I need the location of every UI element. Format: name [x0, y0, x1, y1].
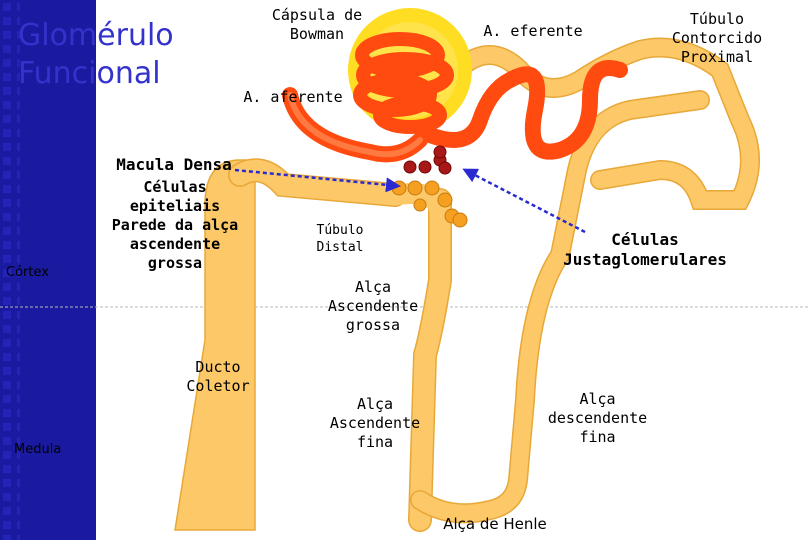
label-tubulo-distal: Túbulo Distal — [316, 223, 364, 255]
label-alca-henle: Alça de Henle — [443, 515, 547, 533]
label-macula-densa: Macula Densa — [116, 155, 232, 174]
label-celulas-epiteliais: Células epiteliais Parede da alça ascend… — [111, 178, 239, 272]
loop-of-henle-fill — [411, 91, 709, 522]
arrow-macula-densa — [234, 168, 401, 193]
arrow-celulas-jg — [462, 168, 586, 234]
title-line-2: Funcional — [18, 56, 161, 91]
label-alca-ascendente-fina: Alça Ascendente fina — [329, 395, 421, 451]
zone-cortex-label: Córtex — [6, 265, 49, 280]
label-celulas-justaglomerulares: Células Justaglomerulares — [563, 230, 727, 269]
glomerulus-tuft — [353, 32, 454, 134]
label-alca-descendente-fina: Alça descendente fina — [547, 390, 648, 446]
label-arteriola-eferente: A. eferente — [483, 22, 583, 40]
efferent-arteriole — [422, 60, 628, 160]
afferent-arteriole-inner — [287, 92, 423, 158]
thick-ascending-limb-fill — [409, 189, 451, 531]
label-capsula-bowman: Cápsula de Bowman — [271, 6, 363, 43]
title-line-1: Glomérulo — [18, 18, 174, 53]
label-ducto-coletor: Ducto Coletor — [186, 358, 250, 395]
label-arteriola-aferente: A. aferente — [243, 88, 343, 106]
label-alca-ascendente-grossa: Alça Ascendente grossa — [327, 278, 419, 334]
collecting-duct — [174, 159, 256, 531]
sidebar-squares — [0, 0, 20, 540]
zone-medula-label: Medula — [14, 442, 62, 457]
label-tubulo-proximal: Túbulo Contorcido Proximal — [671, 10, 763, 66]
macula-densa-cells — [403, 145, 452, 175]
